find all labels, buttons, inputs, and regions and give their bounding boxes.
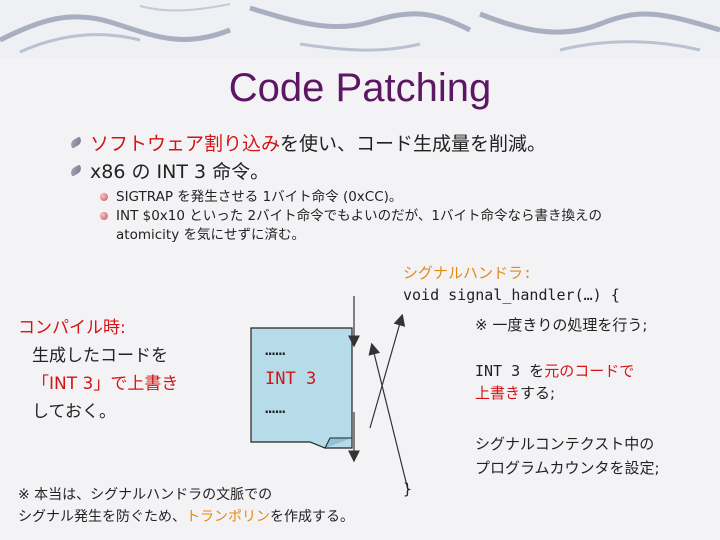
bullet-1-highlight: ソフトウェア割り込み xyxy=(90,132,281,155)
overwrite-text: 上書き xyxy=(475,384,521,402)
compile-line-2: 「INT 3」で上書き xyxy=(32,374,179,394)
handler-block: シグナルハンドラ: void signal_handler(…) { xyxy=(403,262,620,306)
footnote-part-c: を作成する。 xyxy=(270,509,354,525)
handler-close-brace: } xyxy=(403,480,413,498)
doc-line-2: INT 3 xyxy=(265,369,317,389)
sub-bullet-2-text: INT $0x10 といった 2バイト命令でもよいのだが、1バイト命令なら書き換… xyxy=(116,208,602,243)
footnote-line-1: ※ 本当は、シグナルハンドラの文脈での xyxy=(18,487,273,503)
handler-int3-restore: INT 3 を元のコードで 上書きする; xyxy=(475,360,634,404)
handler-context: シグナルコンテクスト中の プログラムカウンタを設定; xyxy=(475,432,660,480)
bullet-1-text: を使い、コード生成量を削減。 xyxy=(280,132,547,155)
original-code-text: 元のコードで xyxy=(544,362,635,380)
compile-time-block: コンパイル時: 生成したコードを 「INT 3」で上書き しておく。 xyxy=(18,314,178,426)
handler-label: シグナルハンドラ: xyxy=(403,264,533,282)
sub-bullet-2: INT $0x10 といった 2バイト命令でもよいのだが、1バイト命令なら書き換… xyxy=(100,207,640,245)
bullet-2: x86 の INT 3 命令。 xyxy=(69,156,640,184)
context-line-2: プログラムカウンタを設定; xyxy=(475,459,660,477)
footnote: ※ 本当は、シグナルハンドラの文脈での シグナル発生を防ぐため、トランポリンを作… xyxy=(18,484,354,528)
arrow-into-handler xyxy=(369,313,406,429)
doc-line-1: …… xyxy=(265,340,286,360)
handler-signature: void signal_handler(…) { xyxy=(403,286,620,304)
compile-line-1: 生成したコードを xyxy=(32,346,168,366)
doc-line-3: …… xyxy=(265,398,286,418)
do-text: する; xyxy=(520,384,556,402)
compile-line-3: しておく。 xyxy=(32,402,116,422)
bullet-1: ソフトウェア割り込みを使い、コード生成量を削減。 xyxy=(69,128,640,156)
decorative-banner xyxy=(0,0,720,58)
dot-bullet-icon xyxy=(100,212,108,220)
arrow-return xyxy=(368,342,409,491)
trampoline-text: トランポリン xyxy=(186,509,270,525)
sub-bullet-1: SIGTRAP を発生させる 1バイト命令 (0xCC)。 xyxy=(100,188,640,207)
slide-title: Code Patching xyxy=(228,66,492,110)
footnote-line-2: シグナル発生を防ぐため、トランポリンを作成する。 xyxy=(18,506,354,528)
bullet-list: ソフトウェア割り込みを使い、コード生成量を削減。 x86 の INT 3 命令。… xyxy=(69,128,640,245)
compile-heading: コンパイル時: xyxy=(18,318,126,338)
sub-bullet-1-text: SIGTRAP を発生させる 1バイト命令 (0xCC)。 xyxy=(116,189,403,205)
bullet-2-text: x86 の INT 3 命令。 xyxy=(90,160,270,183)
footnote-part-a: シグナル発生を防ぐため、 xyxy=(18,509,186,525)
document-fold xyxy=(324,437,352,449)
handler-comment: ※ 一度きりの処理を行う; xyxy=(475,316,648,334)
int3-text: INT 3 を xyxy=(475,362,545,380)
dot-bullet-icon xyxy=(100,193,108,201)
context-line-1: シグナルコンテクスト中の xyxy=(475,435,655,453)
